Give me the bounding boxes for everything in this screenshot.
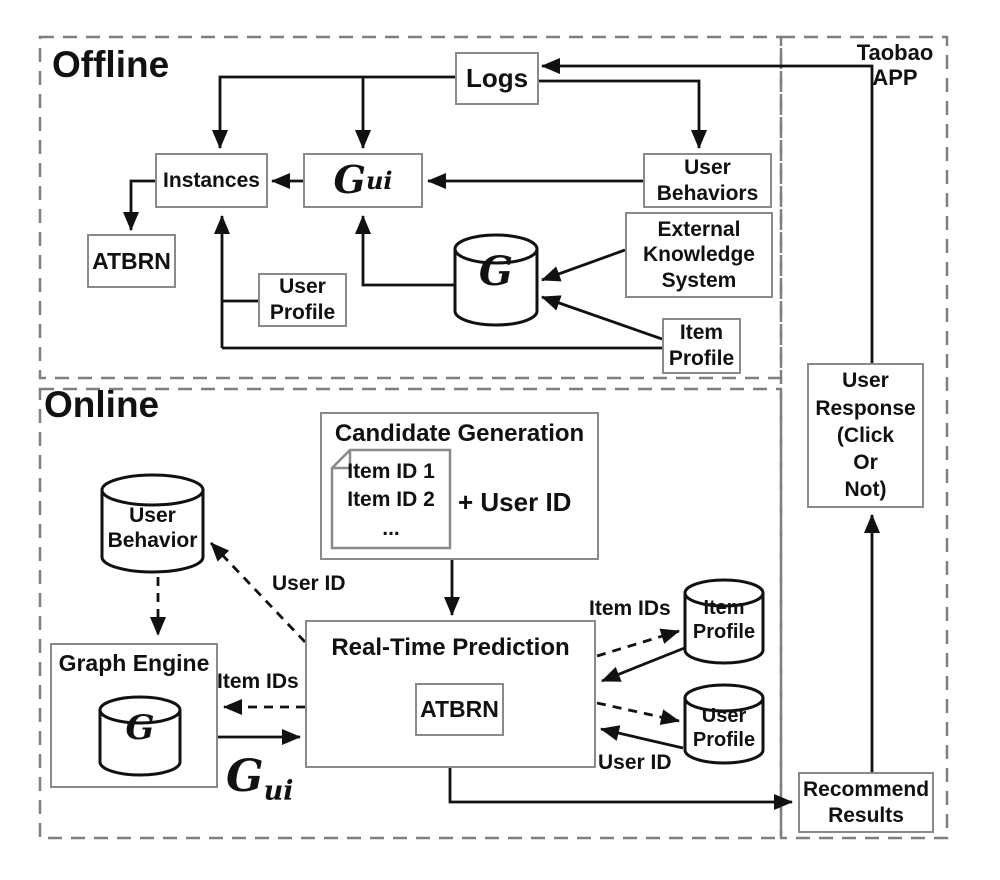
node-logs: Logs <box>455 52 539 105</box>
graph-engine-db-symbol: G <box>125 708 155 748</box>
arrow-item-profile-to-g <box>541 295 663 341</box>
arrow-g-to-gui <box>355 215 455 287</box>
label-user-id-top: User ID <box>272 572 346 595</box>
node-user-response: User Response (Click Or Not) <box>807 363 924 508</box>
gui-online-subscript: ui <box>263 775 294 807</box>
node-atbrn-online: ATBRN <box>415 683 504 736</box>
label-user-id-bottom: User ID <box>598 751 672 774</box>
label-item-ids-right: Item IDs <box>589 597 671 620</box>
label-item-ids-left: Item IDs <box>217 670 299 693</box>
node-atbrn-offline: ATBRN <box>87 234 176 288</box>
arrow-user-profile-db-to-rtp <box>600 725 684 750</box>
candidate-items-list: Item ID 1 Item ID 2 ... <box>347 460 435 540</box>
user-behavior-db-label: User Behavior <box>107 504 198 553</box>
graph-engine-title: Graph Engine <box>58 650 210 676</box>
node-recommend-results: Recommend Results <box>798 772 934 833</box>
node-user-profile-offline: User Profile <box>258 273 347 327</box>
node-instances: Instances <box>155 153 268 208</box>
user-profile-db-label: User Profile <box>692 705 756 751</box>
gui-online-symbol: G <box>226 751 264 802</box>
gui-subscript: ui <box>365 165 393 195</box>
item-profile-db-label: Item Profile <box>692 597 756 643</box>
offline-region-label: Offline <box>52 44 170 85</box>
online-region-label: Online <box>44 384 160 425</box>
arrow-rtp-to-item-profile-db <box>596 628 680 658</box>
node-external-knowledge-system: External Knowledge System <box>625 212 773 298</box>
arrow-rtp-to-user-profile-db <box>596 701 680 725</box>
plus-user-id-label: + User ID <box>458 487 572 517</box>
realtime-prediction-title: Real-Time Prediction <box>331 634 570 661</box>
node-item-profile-offline: Item Profile <box>662 318 741 374</box>
g-database-symbol: G <box>478 248 514 295</box>
gui-symbol: G <box>333 157 366 203</box>
node-user-behaviors: User Behaviors <box>643 153 772 208</box>
taobao-app-label: Taobao APP <box>856 40 934 91</box>
candidate-generation-title: Candidate Generation <box>334 420 585 447</box>
arrow-external-knowledge-to-g <box>541 248 626 282</box>
gui-online-label: Gui <box>226 751 294 807</box>
arrow-logs-to-user-behaviors <box>537 79 707 149</box>
arrow-item-profile-db-to-rtp <box>601 645 688 683</box>
arrow-instances-to-atbrn <box>123 179 155 231</box>
arrow-logs-to-instances <box>212 75 455 149</box>
